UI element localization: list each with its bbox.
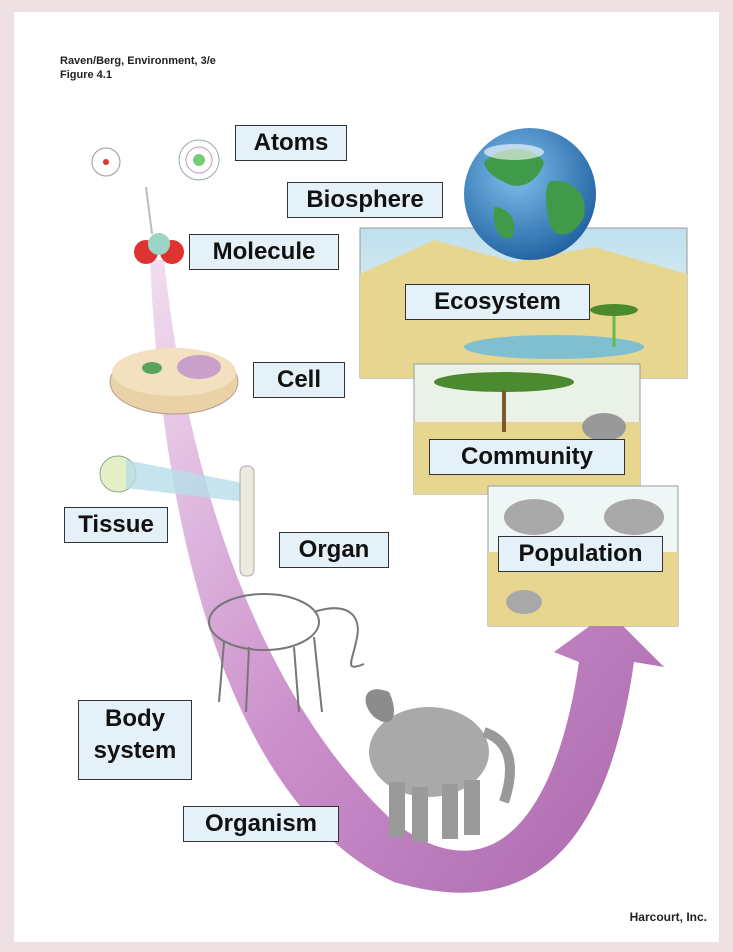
hierarchy-illustration xyxy=(14,12,719,942)
label-molecule-text: Molecule xyxy=(213,238,316,265)
cell-icon xyxy=(110,348,238,414)
biosphere-globe-icon xyxy=(464,128,596,260)
label-ecosystem: Ecosystem xyxy=(405,284,590,320)
label-molecule: Molecule xyxy=(189,234,339,270)
label-tissue: Tissue xyxy=(64,507,168,543)
label-organ-text: Organ xyxy=(299,536,370,563)
label-biosphere: Biosphere xyxy=(287,182,443,218)
label-atoms-text: Atoms xyxy=(254,129,329,156)
label-tissue-text: Tissue xyxy=(78,511,154,538)
label-biosphere-text: Biosphere xyxy=(306,186,423,213)
label-population: Population xyxy=(498,536,663,572)
label-organism: Organism xyxy=(183,806,339,842)
label-body-system-line2: system xyxy=(85,735,185,767)
organ-icon xyxy=(240,466,254,576)
figure-page: Raven/Berg, Environment, 3/e Figure 4.1 xyxy=(14,12,719,942)
label-atoms: Atoms xyxy=(235,125,347,161)
publisher-credit: Harcourt, Inc. xyxy=(630,910,707,924)
atoms-icon xyxy=(92,140,219,234)
label-community: Community xyxy=(429,439,625,475)
label-ecosystem-text: Ecosystem xyxy=(434,288,561,315)
label-population-text: Population xyxy=(519,540,643,567)
label-community-text: Community xyxy=(461,443,593,470)
label-organ: Organ xyxy=(279,532,389,568)
label-cell: Cell xyxy=(253,362,345,398)
label-organism-text: Organism xyxy=(205,810,317,837)
label-body-system: Body system xyxy=(78,700,192,780)
label-cell-text: Cell xyxy=(277,366,321,393)
molecule-icon xyxy=(134,233,184,264)
label-body-system-line1: Body xyxy=(85,703,185,735)
